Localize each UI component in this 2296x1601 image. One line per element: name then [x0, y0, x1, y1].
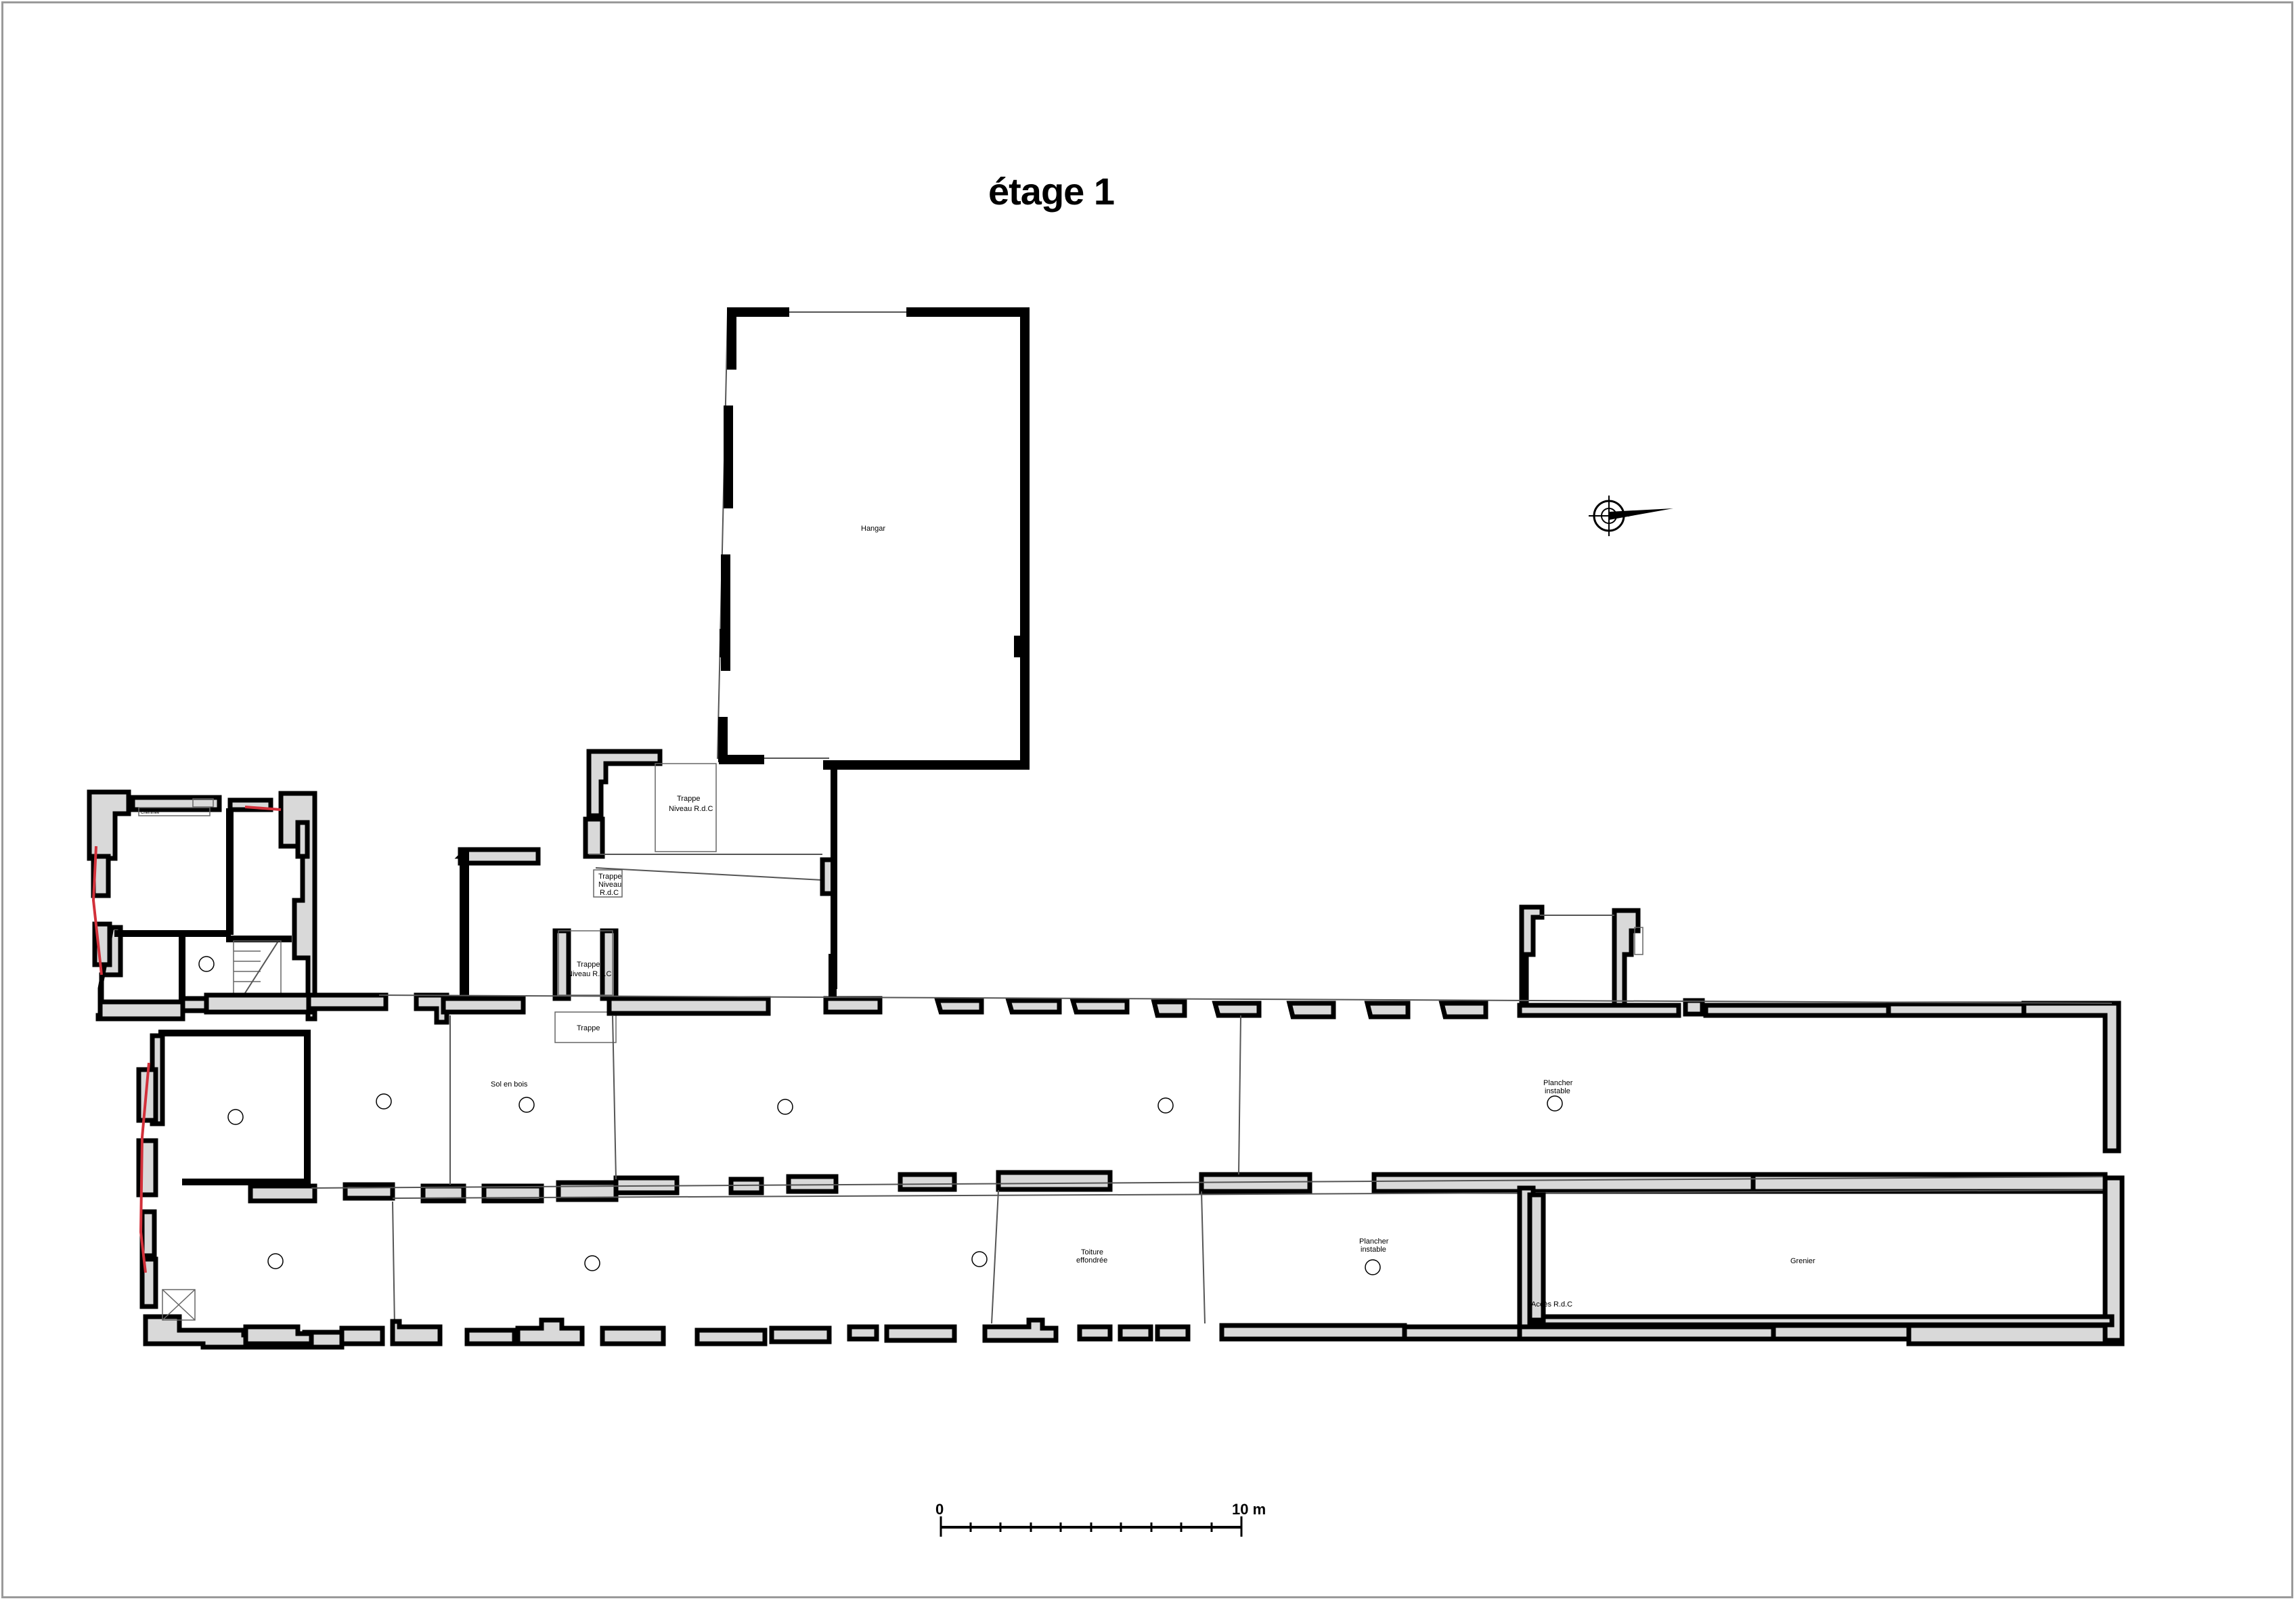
- trappe-small-label: Trappe: [598, 873, 621, 881]
- toiture-label: Toiture: [1081, 1248, 1103, 1256]
- south-wall: [243, 1175, 2125, 1346]
- plancher-2-sub: instable: [1361, 1246, 1386, 1254]
- scale-start: 0: [935, 1501, 944, 1518]
- acces-label: Accès R.d.C: [1531, 1300, 1572, 1309]
- chimney-label: Cheminée: [141, 811, 160, 815]
- toiture-sub: effondrée: [1076, 1256, 1107, 1265]
- stair-void: [162, 1289, 196, 1321]
- hangar-label: Hangar: [861, 525, 885, 533]
- plancher-2-label: Plancher: [1359, 1237, 1389, 1246]
- trappe-mid-sub: Niveau R.d.C: [567, 970, 611, 978]
- scale-end: 10 m: [1232, 1501, 1266, 1518]
- grenier-label: Grenier: [1790, 1257, 1815, 1265]
- hangar-walls: [716, 307, 1030, 770]
- plancher-1-label: Plancher: [1543, 1079, 1573, 1087]
- trappe-top-sub: Niveau R.d.C: [669, 805, 713, 813]
- plancher-1-sub: instable: [1545, 1087, 1570, 1095]
- north-wall: [378, 992, 2121, 1154]
- left-block-walls: [136, 992, 395, 1350]
- room-markers: [198, 956, 1563, 1275]
- sol-bois-label: Sol en bois: [491, 1080, 528, 1089]
- trappe-top-label: Trappe: [677, 795, 700, 803]
- scale-bar: 0 10 m: [935, 1501, 1266, 1537]
- staircase: [233, 940, 282, 996]
- trappe-small-sub2: R.d.C: [600, 889, 619, 897]
- trappe-bottom-label: Trappe: [577, 1024, 600, 1032]
- central-annex-walls: [454, 749, 837, 1043]
- trappe-mid-label: Trappe: [577, 961, 600, 969]
- middle-wall: [311, 1015, 2113, 1330]
- trappe-small-sub: Niveau: [598, 881, 621, 889]
- page-title: étage 1: [988, 170, 1115, 213]
- north-arrow-icon: [1589, 496, 1673, 536]
- right-annex-walls: [1519, 904, 1643, 1011]
